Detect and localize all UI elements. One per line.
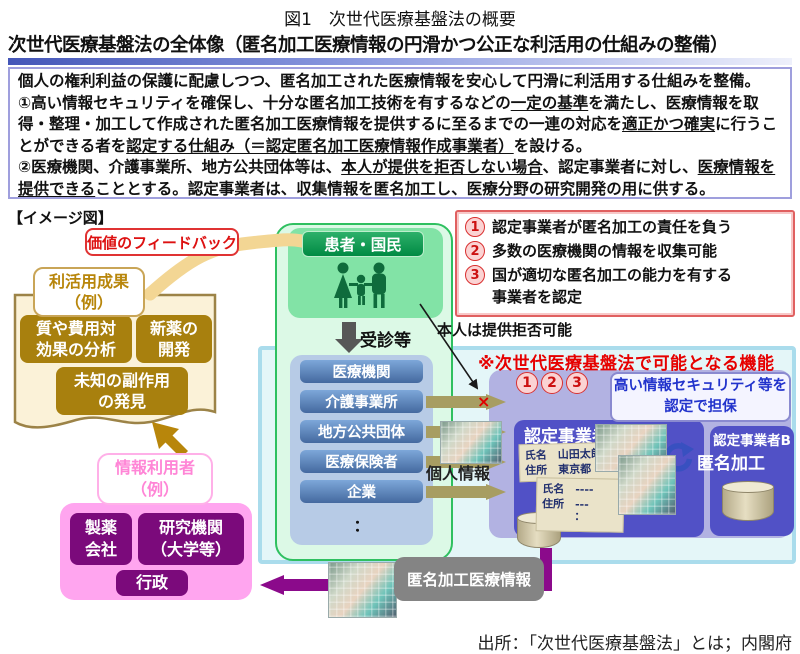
results-up-arrow-icon	[152, 422, 188, 458]
overview-paragraph-3: ②医療機関、介護事業所、地方公共団体等は、本人が提供を拒否しない場合、認定事業者…	[18, 158, 776, 198]
user-pharma-box: 製薬会社	[70, 513, 132, 565]
results-title-box: 利活用成果 （例）	[33, 267, 145, 317]
refusal-label: 本人は提供拒否可能	[437, 321, 573, 339]
anonymized-photo-pixelated	[328, 562, 397, 618]
provider-care: 介護事業所	[300, 390, 423, 413]
benefit-item: 2 多数の医療機関の情報を収集可能	[465, 241, 787, 262]
page-title: 図1 次世代医療基盤法の概要	[284, 10, 516, 30]
anonymized-record-card: 氏名 ---- 住所 --- ：	[535, 477, 625, 533]
circled-number-3-icon: 3	[566, 372, 588, 394]
operator-b-title: 認定事業者B	[713, 433, 791, 449]
anonymize-label: 匿名加工	[697, 454, 765, 474]
result-analysis-box: 質や費用対効果の分析	[20, 315, 132, 363]
source-citation: 出所：「次世代医療基盤法」とは；内閣府	[477, 634, 793, 654]
benefit-item: 3 国が適切な匿名加工の能力を有する	[465, 265, 787, 286]
provider-medical: 医療機関	[300, 360, 423, 383]
provider-localgov: 地方公共団体	[300, 420, 423, 443]
refusal-x-mark: ×	[477, 392, 491, 411]
provider-insurer: 医療保険者	[300, 450, 423, 473]
law-function-title: ※次世代医療基盤法で可能となる機能	[478, 354, 775, 374]
anonymized-info-box: 匿名加工医療情報	[394, 557, 544, 601]
circled-number-2-icon: 2	[465, 241, 485, 261]
provider-company: 企業	[300, 480, 423, 503]
header-gradient-bar	[8, 58, 792, 65]
staff-photo	[440, 421, 502, 464]
operator-photo-pixelated	[618, 455, 676, 515]
section-header: 次世代医療基盤法の全体像（匿名加工医療情報の円滑かつ公正な利活用の仕組みの整備）	[8, 35, 729, 56]
law-function-numbers: 1 2 3	[516, 372, 588, 394]
family-icon	[334, 262, 386, 308]
users-title-box: 情報利用者 （例）	[97, 453, 213, 505]
patients-title-box: 患者・国民	[302, 231, 424, 257]
providers-ellipsis: ：	[353, 516, 370, 535]
visit-arrow-head	[335, 339, 363, 353]
user-research-box: 研究機関（大学等）	[138, 513, 244, 565]
benefit-item: 1 認定事業者が匿名加工の責任を負う	[465, 217, 787, 238]
overview-paragraph-2: ①高い情報セキュリティを確保し、十分な匿名加工技術を有するなどの一定の基準を満た…	[18, 93, 778, 155]
overview-paragraph-1: 個人の権利利益の保護に配慮しつつ、匿名加工された医療情報を安心して円滑に利活用す…	[18, 72, 760, 90]
circled-number-2-icon: 2	[541, 372, 563, 394]
personal-info-label: 個人情報	[426, 464, 491, 483]
result-newdrug-box: 新薬の開発	[136, 315, 212, 363]
circled-number-1-icon: 1	[465, 217, 485, 237]
benefits-box: 1 認定事業者が匿名加工の責任を負う 2 多数の医療機関の情報を収集可能 3 国…	[455, 210, 795, 317]
benefit-item-continued: 事業者を認定	[492, 288, 583, 306]
visit-arrow-icon	[342, 322, 356, 339]
visit-label: 受診等	[360, 331, 411, 351]
overview-text-box: 個人の権利利益の保護に配慮しつつ、匿名加工された医療情報を安心して円滑に利活用す…	[8, 67, 792, 199]
database-cylinder-b-icon	[722, 481, 774, 521]
security-note-box: 高い情報セキュリティ等を 認定で担保	[610, 372, 791, 422]
circled-number-1-icon: 1	[516, 372, 538, 394]
user-gov-box: 行政	[116, 570, 188, 596]
image-figure-label: 【イメージ図】	[8, 209, 113, 227]
value-feedback-box: 価値のフィードバック	[85, 228, 239, 256]
circled-number-3-icon: 3	[465, 265, 485, 285]
result-sideeffect-box: 未知の副作用の発見	[56, 367, 188, 415]
